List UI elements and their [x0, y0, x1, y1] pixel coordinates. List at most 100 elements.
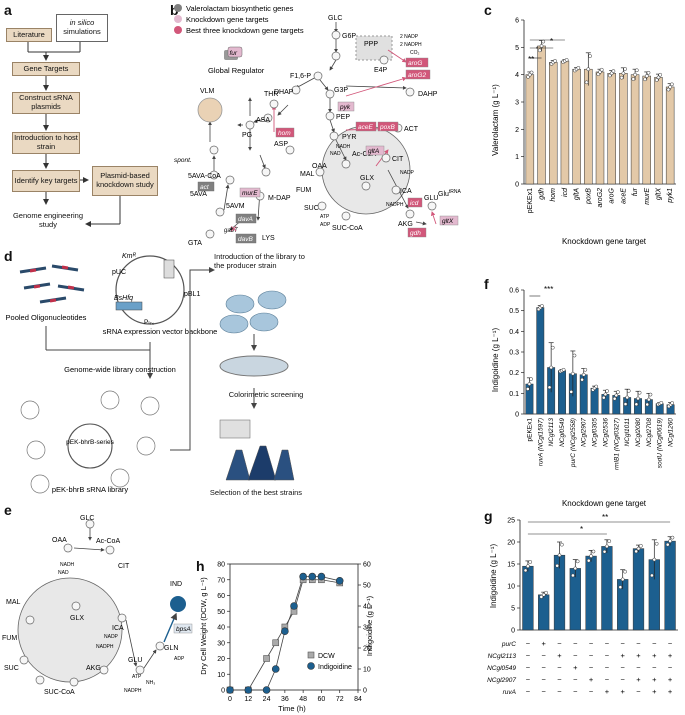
met-thr: THR — [264, 91, 278, 98]
data-point — [634, 402, 639, 407]
data-point — [601, 395, 606, 400]
gene-arog: aroG — [408, 60, 422, 67]
flow-identify: Identify key targets — [12, 170, 80, 192]
data-point — [621, 71, 626, 76]
y2-tick-label: 60 — [363, 562, 371, 569]
met-g6p: G6P — [342, 33, 356, 40]
x-tick-label: NCgl2080 — [635, 418, 642, 447]
row-mark: − — [621, 663, 626, 672]
met-f16p: F1,6-P — [290, 73, 311, 80]
legend-dcw: DCW — [318, 653, 335, 660]
flow-in-silico: in silico simulations — [56, 14, 108, 42]
x-tick-label: rmlB1 (NCgl0327) — [613, 418, 620, 470]
data-point — [634, 68, 639, 73]
row-label: ruvA — [503, 689, 516, 696]
panel-letter-f: f — [484, 276, 489, 292]
met-fum: FUM — [296, 187, 311, 194]
fur-box — [227, 46, 243, 58]
row-label: NCgl2907 — [487, 677, 516, 684]
x-tick-label: gltX — [655, 188, 662, 200]
cof-2nadp: 2 NADP — [400, 34, 419, 40]
y-tick-label: 25 — [507, 518, 515, 525]
x-tick-label: pEKEx1 — [526, 418, 533, 442]
e-met-accoa: Ac-CoA — [96, 538, 120, 545]
e-met-glc: GLC — [80, 515, 94, 522]
data-point — [634, 549, 638, 554]
pbl1-label: pBL1 — [184, 291, 200, 298]
row-mark: − — [526, 675, 531, 684]
data-point — [618, 585, 623, 589]
bar — [572, 68, 581, 185]
y-tick-label: 50 — [217, 609, 225, 616]
met-gta: GTA — [188, 240, 202, 247]
data-point — [616, 390, 620, 394]
e-cof-nadph: NADPH — [96, 644, 114, 650]
y-tick-label: 20 — [507, 540, 515, 547]
panel-letter-b: b — [170, 2, 179, 18]
data-point — [623, 67, 627, 71]
data-point — [539, 595, 544, 599]
x-tick-label: sodU (NCgl0619) — [657, 418, 664, 468]
bar — [525, 74, 535, 185]
x-tick-label: hom — [550, 188, 557, 202]
met-dhap: DHAP — [274, 89, 294, 96]
flow-knockdown: Plasmid-based knockdown study — [92, 166, 158, 196]
x-tick-label: fur — [632, 187, 639, 196]
data-point — [636, 396, 640, 401]
row-mark: − — [605, 639, 610, 648]
met-succoa: SUC-CoA — [332, 225, 363, 232]
legend-valerolactam: Valerolactam biosynthetic genes — [186, 4, 294, 13]
y-tick-label: 10 — [507, 584, 515, 591]
met-ppp: PPP — [364, 41, 378, 48]
data-point — [620, 577, 625, 582]
data-point — [644, 74, 649, 78]
data-point — [614, 393, 619, 398]
row-mark: − — [557, 687, 562, 696]
gene-gdh: gdh — [410, 230, 421, 237]
bar — [538, 594, 550, 631]
row-mark: − — [668, 663, 673, 672]
bpsa-label: bpsA — [176, 626, 191, 633]
panel-letter-c: c — [484, 2, 492, 18]
row-mark: − — [573, 651, 578, 660]
bar — [632, 548, 645, 631]
panel-letter-g: g — [484, 508, 493, 524]
data-point — [583, 367, 588, 372]
data-point — [668, 85, 673, 89]
data-point — [576, 66, 581, 70]
cof-nadh: NADH — [336, 144, 351, 150]
data-point — [670, 535, 675, 540]
chart-f-ylabel: Indigoidine (g L⁻¹) — [491, 328, 500, 393]
data-point — [541, 592, 546, 597]
row-mark: − — [589, 663, 594, 672]
data-point — [588, 54, 592, 58]
y-tick-label: 6 — [515, 18, 519, 25]
data-point — [561, 367, 566, 372]
met-asa: ASA — [256, 117, 270, 124]
indigoidine-point — [281, 627, 289, 635]
met-lys: LYS — [262, 235, 275, 242]
data-point — [526, 564, 530, 569]
y-tick-label: 0.3 — [509, 350, 519, 357]
row-mark: + — [542, 639, 547, 648]
data-point — [537, 48, 542, 53]
row-mark: − — [573, 639, 578, 648]
puc-label: pUC — [112, 269, 126, 276]
row-mark: + — [652, 651, 657, 660]
met-glu: GLU — [424, 195, 438, 202]
e-met-gln: GLN — [164, 645, 178, 652]
panel-a-arrows — [27, 40, 121, 227]
trna-label: tRNA — [449, 189, 462, 195]
indigoidine-line — [230, 576, 340, 691]
x-tick-label: NCgl2113 — [548, 418, 555, 447]
bar — [595, 71, 605, 185]
row-mark: − — [526, 687, 531, 696]
colorimetric-label: Colorimetric screening — [228, 390, 304, 399]
data-point — [599, 67, 604, 72]
row-mark: + — [621, 687, 626, 696]
chart-c: Valerolactam (g L⁻¹) Knockdown gene targ… — [491, 18, 676, 246]
flow-literature: Literature — [6, 28, 52, 42]
gene-hom: hom — [278, 130, 291, 137]
x-tick-label: ruvA (NCgl1597) — [537, 418, 544, 466]
row-mark: − — [605, 675, 610, 684]
